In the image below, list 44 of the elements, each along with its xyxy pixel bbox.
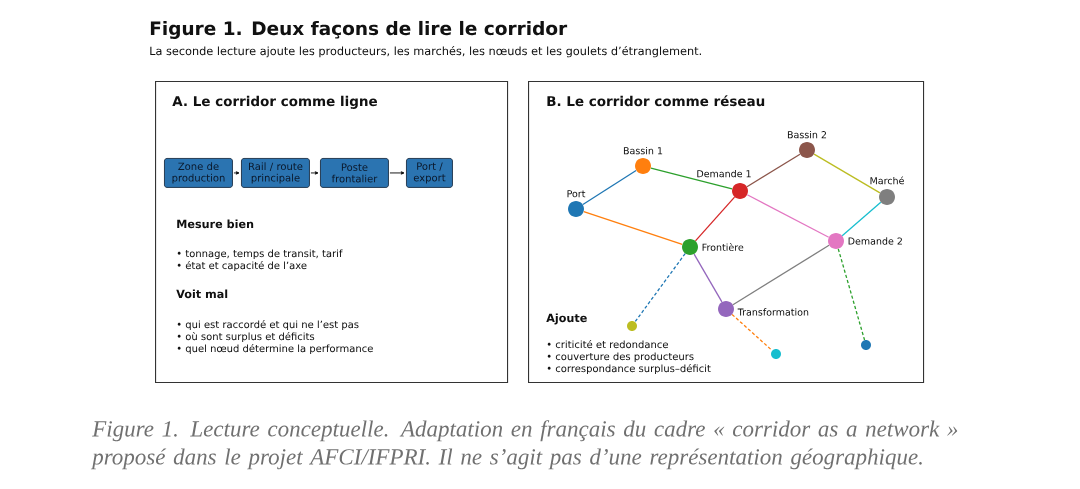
connector-line: [650, 167, 733, 190]
bullet-item: • correspondance surplus–déficit: [547, 364, 711, 375]
figure-caption: Figure 1. Lecture conceptuelle. Adaptation en français du cadre « corridor as a network » proposé dans le projet AFCI/IFPRI. Il ne s’agit pas d’une représentation géographique.: [90, 420, 958, 470]
panel-heading: A. Le corridor comme ligne: [172, 95, 377, 109]
subtitle: La seconde lecture ajoute les producteurs, les marchés, les nœuds et les goulets d’étranglement.: [150, 45, 701, 58]
connector-line: [746, 194, 830, 238]
connector-line: [693, 253, 723, 303]
arrow: [389, 171, 405, 175]
node-label: Port: [567, 190, 586, 198]
dashed-line: [634, 252, 686, 323]
bullet-item: • état et capacité de l’axe: [177, 261, 307, 272]
arrow: [310, 171, 319, 175]
bullet-item: • où sont surplus et déficits: [177, 332, 315, 343]
bullet-item: • tonnage, temps de transit, tarif: [177, 249, 343, 260]
connector-line: [746, 153, 801, 188]
section-heading: Ajoute: [546, 313, 587, 325]
figure-title: Figure 1. Deux façons de lire le corridor: [150, 20, 568, 39]
process-box: Port / export: [406, 158, 453, 188]
dashed-line: [731, 313, 773, 352]
section-heading: Voit mal: [176, 289, 228, 299]
node-label: Demande 1: [697, 169, 751, 178]
node-label: Transformation: [737, 308, 809, 316]
bullet-item: • couverture des producteurs: [547, 352, 694, 363]
connector-line: [582, 169, 637, 206]
connector-line: [694, 196, 736, 242]
bullet-item: • qui est raccordé et qui ne l’est pas: [177, 320, 359, 331]
process-box: Rail / route principale: [241, 158, 310, 188]
bullet-item: • quel nœud détermine la performance: [177, 344, 373, 355]
node-label: Bassin 2: [787, 130, 827, 139]
dashed-line: [837, 248, 866, 341]
process-box: Zone de production: [164, 158, 233, 188]
panel-heading: B. Le corridor comme réseau: [547, 95, 765, 107]
process-box: Poste frontalier: [320, 158, 389, 188]
arrow: [233, 171, 240, 175]
connector-line: [841, 201, 882, 237]
bullet-item: • criticité et redondance: [547, 340, 668, 349]
node-label: Bassin 1: [623, 146, 663, 155]
connector-line: [813, 153, 881, 194]
connector-line: [583, 210, 683, 246]
section-heading: Mesure bien: [177, 219, 254, 229]
node-label: Marché: [870, 176, 904, 185]
connector-line: [732, 244, 830, 306]
node-label: Frontière: [702, 243, 744, 251]
node-label: Demande 2: [848, 237, 902, 245]
